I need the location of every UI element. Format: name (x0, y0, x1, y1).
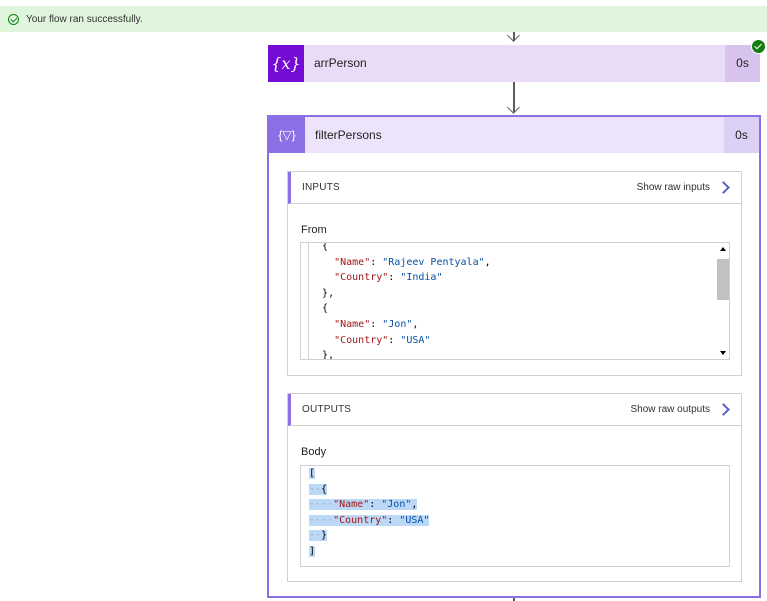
show-raw-inputs-link[interactable]: Show raw inputs (637, 182, 728, 193)
action-card-filterpersons: {▽} filterPersons 0s INPUTS Show raw inp… (267, 115, 761, 598)
success-badge-icon (751, 39, 766, 54)
chevron-right-icon (717, 403, 730, 416)
code-line: ··} (309, 529, 327, 543)
show-raw-outputs-label: Show raw outputs (631, 404, 711, 415)
success-banner: Your flow ran successfully. (0, 6, 767, 32)
success-message: Your flow ran successfully. (26, 14, 143, 25)
chevron-right-icon (717, 181, 730, 194)
scroll-up-icon[interactable] (720, 247, 726, 251)
outputs-code-viewer[interactable]: [ ··{····"Name": "Jon", ····"Country": "US… (300, 465, 730, 567)
action-title: arrPerson (314, 45, 367, 82)
code-line: ····"Name": "Jon", (309, 498, 417, 512)
from-label: From (301, 224, 327, 236)
code-line: ] (309, 545, 315, 559)
show-raw-outputs-link[interactable]: Show raw outputs (631, 404, 729, 415)
code-gutter (308, 243, 309, 359)
arrow-down-icon (507, 101, 520, 114)
scroll-thumb[interactable] (717, 259, 729, 300)
filter-array-icon: {▽} (269, 117, 305, 153)
show-raw-inputs-label: Show raw inputs (637, 182, 710, 193)
check-circle-icon (8, 14, 19, 25)
scroll-down-icon[interactable] (720, 351, 726, 355)
scrollbar[interactable] (717, 243, 729, 359)
code-line: ····"Country": "USA" (309, 514, 429, 528)
inputs-code-viewer[interactable]: { "Name": "Rajeev Pentyala", "Country": … (300, 242, 730, 360)
code-line: ··{ (309, 483, 327, 497)
variable-icon: {x} (268, 45, 304, 82)
outputs-section: OUTPUTS Show raw outputs Body [ ··{····"N… (287, 393, 742, 582)
action-title: filterPersons (315, 117, 382, 153)
code-line: }, (310, 287, 334, 301)
code-line: { (310, 242, 328, 254)
code-line: "Name": "Rajeev Pentyala", (310, 256, 491, 270)
code-line: "Name": "Jon", (310, 318, 418, 332)
code-line: "Country": "USA" (310, 334, 430, 348)
action-duration: 0s (724, 117, 759, 153)
action-header[interactable]: {▽} filterPersons 0s (269, 117, 759, 153)
outputs-header: OUTPUTS Show raw outputs (288, 394, 741, 426)
inputs-section: INPUTS Show raw inputs From { "Name": "R… (287, 171, 742, 376)
code-line: { (310, 302, 328, 316)
body-label: Body (301, 446, 326, 458)
inputs-header: INPUTS Show raw inputs (288, 172, 741, 204)
inputs-heading: INPUTS (302, 182, 340, 193)
code-line: [ (309, 467, 315, 481)
outputs-heading: OUTPUTS (302, 404, 351, 415)
action-card-arrperson[interactable]: {x} arrPerson 0s (268, 45, 760, 82)
code-line: "Country": "India" (310, 271, 442, 285)
code-line: }, (310, 349, 334, 360)
